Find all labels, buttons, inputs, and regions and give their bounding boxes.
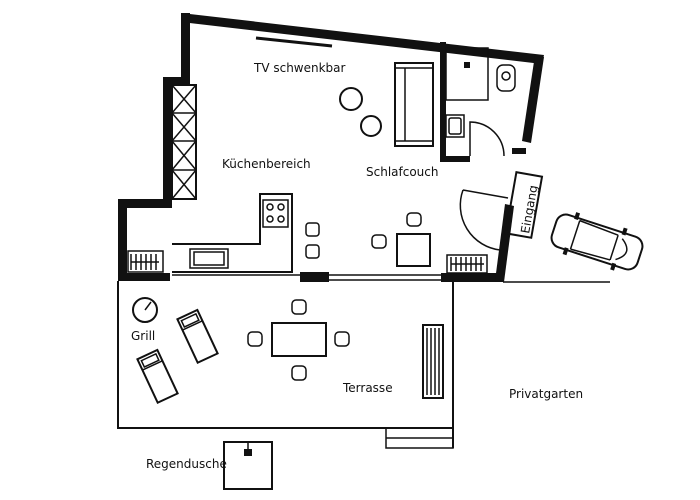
chair <box>334 331 350 347</box>
wall-pillar <box>300 272 329 282</box>
wall-right-lower <box>495 204 514 282</box>
wall-bottom-left <box>118 273 170 281</box>
kitchen-counter <box>172 193 293 273</box>
kitchen-shelf <box>171 84 197 200</box>
tv-bar <box>255 36 333 48</box>
wall-left-step <box>118 199 172 208</box>
wall-bottom-right <box>441 273 503 282</box>
wall-left-lower <box>118 199 127 281</box>
label-garden: Privatgarten <box>509 387 583 401</box>
bath-door-swing <box>469 121 505 157</box>
bath-wall-bottom-right <box>512 148 526 154</box>
chair <box>247 331 263 347</box>
terrace-outline <box>117 281 454 429</box>
label-sofa-bed: Schlafcouch <box>366 165 438 179</box>
wall-top <box>181 13 544 64</box>
kitchen-stool <box>305 222 320 237</box>
bath-shower-drain <box>464 62 470 68</box>
car-body <box>550 213 644 271</box>
label-tv: TV schwenkbar <box>253 61 346 75</box>
radiators <box>127 250 488 274</box>
kitchen <box>171 84 320 273</box>
bath-wall-left <box>440 42 446 162</box>
bath-toilet <box>496 64 516 92</box>
label-shower: Regendusche <box>146 457 227 471</box>
chair <box>291 365 307 381</box>
wall-left-upper <box>181 13 190 77</box>
radiator <box>446 254 488 274</box>
label-terrace: Terrasse <box>342 381 393 395</box>
radiator <box>127 250 164 273</box>
kitchen-sink <box>189 248 229 269</box>
terrace <box>117 281 610 449</box>
round-table <box>360 115 382 137</box>
bath-wall-bottom <box>440 156 470 162</box>
chair <box>371 234 387 249</box>
bath-shower <box>445 47 489 101</box>
grill-icon <box>132 297 158 323</box>
terrace-table <box>271 322 327 357</box>
sun-lounger <box>136 348 179 405</box>
label-grill: Grill <box>131 329 155 343</box>
entrance <box>504 171 544 239</box>
terrace-steps <box>385 428 454 449</box>
entrance-mat <box>504 171 544 239</box>
bathroom <box>440 42 526 162</box>
bath-washbasin <box>445 114 465 138</box>
entrance-door-swing <box>459 189 501 251</box>
chair <box>406 212 422 227</box>
kitchen-stool <box>305 244 320 259</box>
bottom-glazing <box>172 274 441 281</box>
living-area <box>255 36 509 267</box>
sofa-bed <box>394 62 434 147</box>
round-table <box>339 87 363 111</box>
label-kitchen: Küchenbereich <box>222 157 311 171</box>
sun-lounger <box>176 308 219 365</box>
wall-step <box>163 77 190 85</box>
rain-shower <box>223 441 273 490</box>
car <box>550 212 644 271</box>
kitchen-cooktop <box>262 199 289 228</box>
terrace-bench <box>422 324 444 399</box>
wall-right <box>522 55 544 143</box>
exterior-walls <box>118 13 544 282</box>
dining-table <box>396 233 431 267</box>
chair <box>291 299 307 315</box>
wall-left-kitchen <box>163 77 172 207</box>
